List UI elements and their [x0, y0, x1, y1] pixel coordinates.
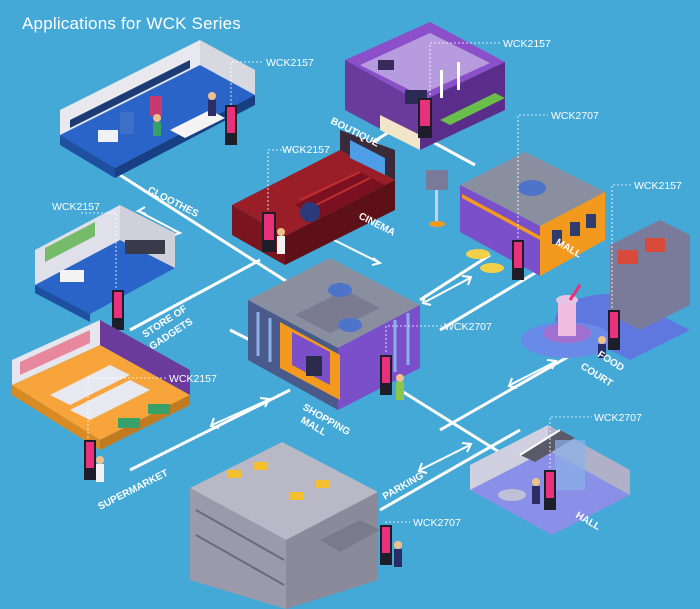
model-callouts: WCK2157 WCK2157 WCK2157 WCK2707 WCK2157 … [52, 38, 682, 529]
callout-parking: WCK2707 [385, 517, 461, 529]
model-label-cloothes: WCK2157 [266, 57, 314, 69]
callout-boutique: WCK2157 [429, 38, 551, 95]
food-court-illustration [521, 220, 690, 360]
model-label-cinema: WCK2157 [282, 144, 330, 156]
supermarket-illustration [12, 320, 190, 482]
model-label-hall: WCK2707 [594, 412, 642, 424]
hall-illustration [470, 425, 630, 535]
callout-cinema: WCK2157 [267, 144, 330, 210]
mega-mall-illustration [426, 152, 605, 280]
label-cloothes: CLOOTHES [146, 185, 201, 220]
diagram-title: Applications for WCK Series [22, 14, 241, 33]
shopping-mall-illustration [248, 258, 420, 410]
parking-illustration [190, 442, 402, 609]
model-label-boutique: WCK2157 [503, 38, 551, 50]
model-label-food-court: WCK2157 [634, 180, 682, 192]
callout-shopping-mall: WCK2707 [385, 321, 492, 352]
cinema-illustration [232, 130, 395, 265]
arrow-foodcourt-shopping [507, 359, 558, 389]
gadget-store-illustration [35, 205, 175, 330]
model-label-parking: WCK2707 [413, 517, 461, 529]
clothes-store-illustration [60, 40, 255, 178]
model-label-gadgets: WCK2157 [52, 201, 100, 213]
arrow-parking-hall [417, 442, 473, 474]
callout-gadgets: WCK2157 [52, 201, 117, 288]
boutique-illustration [345, 22, 505, 150]
model-label-supermarket: WCK2157 [169, 373, 217, 385]
arrow-shopping-mall [421, 275, 473, 306]
model-label-shopping-mall: WCK2707 [444, 321, 492, 333]
callout-supermarket: WCK2157 [87, 373, 217, 438]
callout-cloothes: WCK2157 [230, 57, 314, 105]
callout-food-court: WCK2157 [611, 180, 682, 308]
callout-hall: WCK2707 [549, 412, 642, 468]
model-label-mall: WCK2707 [551, 110, 599, 122]
route-arrows [135, 206, 558, 474]
callout-mall: WCK2707 [517, 110, 599, 238]
label-supermarket: SUPERMARKET [96, 468, 170, 513]
arrow-supermarket-shopping [209, 397, 271, 429]
